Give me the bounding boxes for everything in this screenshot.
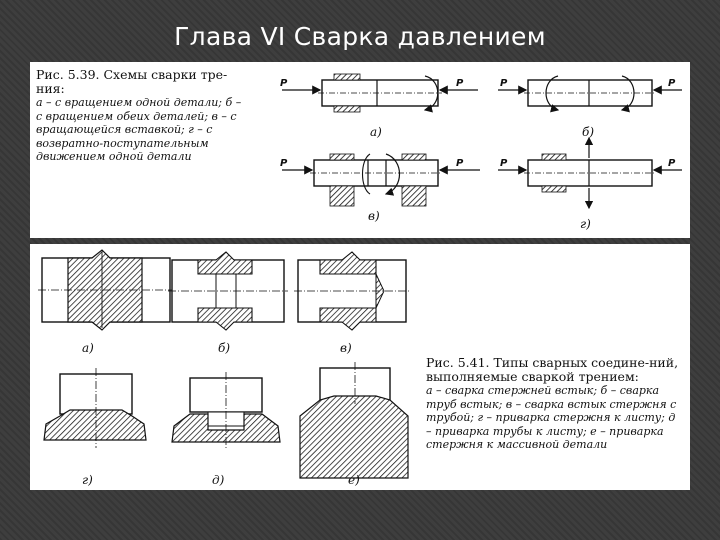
joint-g-label: г) [82, 473, 93, 487]
scheme-g: P P г) [498, 136, 682, 231]
joint-e-label: е) [348, 473, 360, 487]
force-label: P [456, 78, 464, 89]
figure-5-41-panel: а) б) в) г) [30, 244, 690, 490]
joint-g: г) [43, 368, 147, 487]
scheme-a: P P а) [280, 73, 478, 139]
force-label: P [280, 78, 288, 89]
figure-5-41-caption-body: а – сварка стержней встык; б – сварка тр… [426, 384, 677, 451]
figure-5-39-caption-head: Рис. 5.39. Схемы сварки тре-ния: [36, 67, 228, 96]
figure-5-41-caption: Рис. 5.41. Типы сварных соедине-ний, вып… [426, 356, 684, 452]
joint-a-label: а) [82, 341, 94, 355]
figure-5-39-panel: Рис. 5.39. Схемы сварки тре-ния: а – с в… [30, 62, 690, 238]
scheme-g-label: г) [580, 217, 591, 231]
figure-5-39-caption: Рис. 5.39. Схемы сварки тре-ния: а – с в… [36, 68, 248, 164]
weld-joint-types-diagram: а) б) в) г) [38, 249, 410, 487]
joint-v: в) [294, 251, 410, 355]
scheme-v-label: в) [368, 209, 380, 223]
joint-d-label: д) [212, 473, 225, 487]
figure-5-41-caption-head: Рис. 5.41. Типы сварных соедине-ний, вып… [426, 355, 679, 384]
force-label: P [668, 78, 676, 89]
scheme-a-label: а) [370, 125, 382, 139]
joint-b-label: б) [218, 341, 230, 355]
force-label: P [280, 158, 288, 169]
force-label: P [500, 158, 508, 169]
joint-v-label: в) [340, 341, 352, 355]
joint-d: д) [171, 372, 281, 487]
scheme-b: P P б) [498, 75, 682, 139]
joint-e: е) [299, 362, 409, 487]
force-label: P [668, 158, 676, 169]
figure-5-39-caption-body: а – с вращением одной детали; б – с вращ… [36, 96, 242, 163]
force-label: P [500, 78, 508, 89]
force-label: P [456, 158, 464, 169]
joint-b: б) [168, 251, 288, 355]
joint-a: а) [38, 249, 176, 355]
slide-title: Глава VI Сварка давлением [174, 22, 546, 51]
scheme-v: P P в) [280, 153, 480, 223]
friction-welding-schemes-diagram: P P а) P P б) P [280, 73, 682, 231]
scheme-b-label: б) [582, 125, 594, 139]
